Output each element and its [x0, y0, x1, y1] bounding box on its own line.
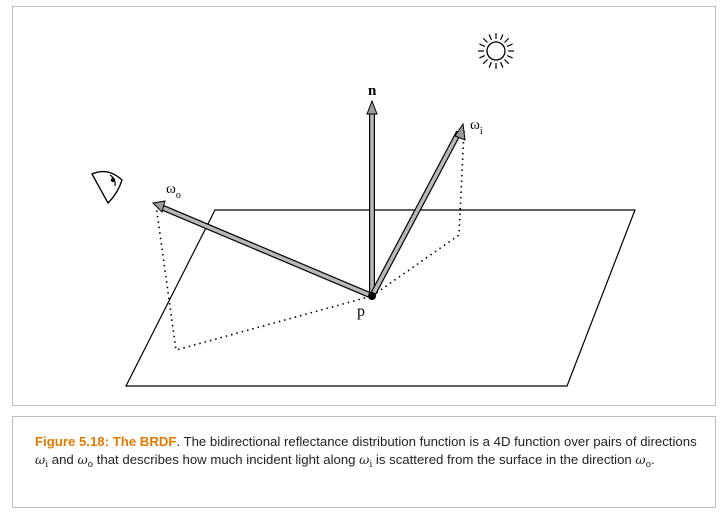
math-omega-o-2: ωo: [635, 451, 652, 470]
normal-arrow: [366, 99, 378, 296]
label-n: n: [368, 83, 377, 99]
omega-o-projection: [155, 204, 373, 352]
eye-icon: [91, 170, 123, 205]
brdf-diagram: n ωi ωo p: [91, 33, 636, 387]
figure-panel: n ωi ωo p: [12, 6, 716, 406]
caption-text-3: that describes how much incident light a…: [93, 451, 360, 467]
caption-text-5: .: [651, 451, 655, 467]
label-p: p: [357, 303, 365, 320]
math-omega-i: ωi: [35, 451, 49, 470]
omega-i-arrow: [369, 122, 466, 298]
label-omega-i: ωi: [470, 117, 483, 137]
sun-icon: [478, 33, 514, 69]
omega-o-arrow: [151, 200, 374, 299]
caption-label: Figure 5.18:: [35, 434, 110, 449]
surface-plane: [125, 209, 636, 387]
caption-text-2: and: [48, 451, 78, 467]
caption-panel: Figure 5.18: The BRDF. The bidirectional…: [12, 416, 716, 508]
figure-caption: Figure 5.18: The BRDF. The bidirectional…: [35, 433, 701, 474]
caption-title: The BRDF: [112, 434, 177, 449]
point-p-dot: [368, 292, 376, 300]
caption-text-1: . The bidirectional reflectance distribu…: [176, 434, 697, 449]
caption-text-4: is scattered from the surface in the dir…: [372, 451, 636, 467]
math-omega-i-2: ωi: [359, 451, 373, 470]
label-omega-o: ωo: [166, 181, 181, 201]
math-omega-o: ωo: [77, 451, 94, 470]
